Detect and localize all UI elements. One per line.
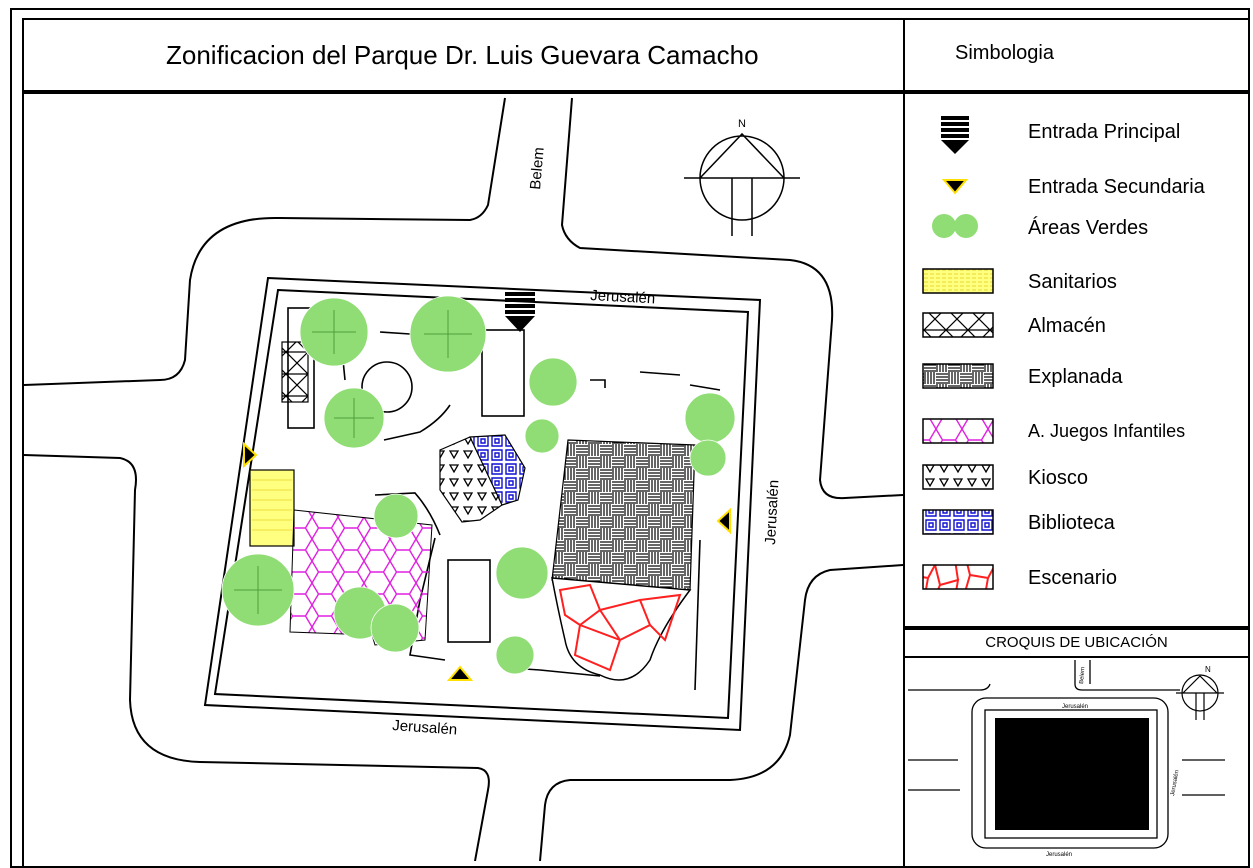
street-jerusalen-bottom-label: Jerusalén [392, 717, 458, 738]
warehouse-zone [281, 341, 309, 403]
croquis-street-belem: Belem [1079, 667, 1086, 684]
street-belem-label: Belem [527, 146, 548, 190]
croquis-park-block [995, 718, 1149, 830]
stage-zone [551, 577, 692, 681]
legend-label-library: Biblioteca [1028, 512, 1115, 534]
croquis-north-arrow [1176, 674, 1224, 720]
warehouse-hatch-icon [922, 312, 994, 338]
secondary-entrance-east [716, 507, 731, 535]
secondary-entrance-west [243, 441, 258, 469]
esplanade-hatch-icon [922, 363, 994, 389]
kiosk-hatch-icon [922, 464, 994, 490]
legend-heading-box [903, 18, 1250, 92]
legend-label-stage: Escenario [1028, 567, 1117, 589]
croquis-north-label: N [1205, 665, 1211, 674]
tree [684, 392, 736, 444]
croquis-street-jerusalen-top: Jerusalén [1062, 704, 1088, 710]
road-outlines [24, 97, 903, 861]
legend-label-warehouse: Almacén [1028, 315, 1106, 337]
tree [528, 357, 578, 407]
page-title: Zonificacion del Parque Dr. Luis Guevara… [166, 40, 759, 70]
esplanade-zone [551, 439, 696, 591]
playground-hatch-icon [922, 418, 994, 444]
croquis-title: CROQUIS DE UBICACIÓN [985, 634, 1168, 651]
stage-hatch-icon [922, 564, 994, 590]
legend-frame [903, 92, 1250, 628]
tree [495, 546, 549, 600]
legend-heading: Simbologia [955, 42, 1054, 64]
legend-label-restrooms: Sanitarios [1028, 271, 1117, 293]
main-entrance-icon [941, 116, 969, 154]
library-zone [469, 434, 526, 506]
secondary-entrance-south [446, 665, 474, 681]
street-jerusalen-right-label: Jerusalén [762, 479, 782, 545]
legend-label-kiosk: Kiosco [1028, 467, 1089, 489]
library-hatch-icon [922, 509, 994, 535]
croquis-street-jerusalen-bottom: Jerusalén [1046, 852, 1072, 858]
tree [689, 439, 727, 477]
croquis-street-jerusalen-right: Jerusalén [1170, 770, 1180, 797]
tree [373, 493, 419, 539]
north-arrow-icon [684, 132, 800, 236]
north-label: N [738, 118, 746, 130]
legend-label-secondary-entrance: Entrada Secundaria [1028, 176, 1205, 198]
restrooms-hatch-icon [922, 268, 994, 294]
tree [524, 418, 560, 454]
legend-label-main-entrance: Entrada Principal [1028, 121, 1181, 143]
tree [495, 635, 535, 675]
main-entrance-marker [505, 292, 535, 332]
legend-label-green-areas: Áreas Verdes [1028, 217, 1149, 239]
legend-label-esplanade: Explanada [1028, 366, 1123, 388]
legend-label-playground: A. Juegos Infantiles [1028, 421, 1186, 441]
tree [370, 603, 420, 653]
green-area-icon [932, 214, 978, 238]
secondary-entrance-icon [941, 179, 969, 195]
restrooms-zone [249, 469, 295, 547]
street-jerusalen-top-label: Jerusalén [590, 287, 656, 307]
